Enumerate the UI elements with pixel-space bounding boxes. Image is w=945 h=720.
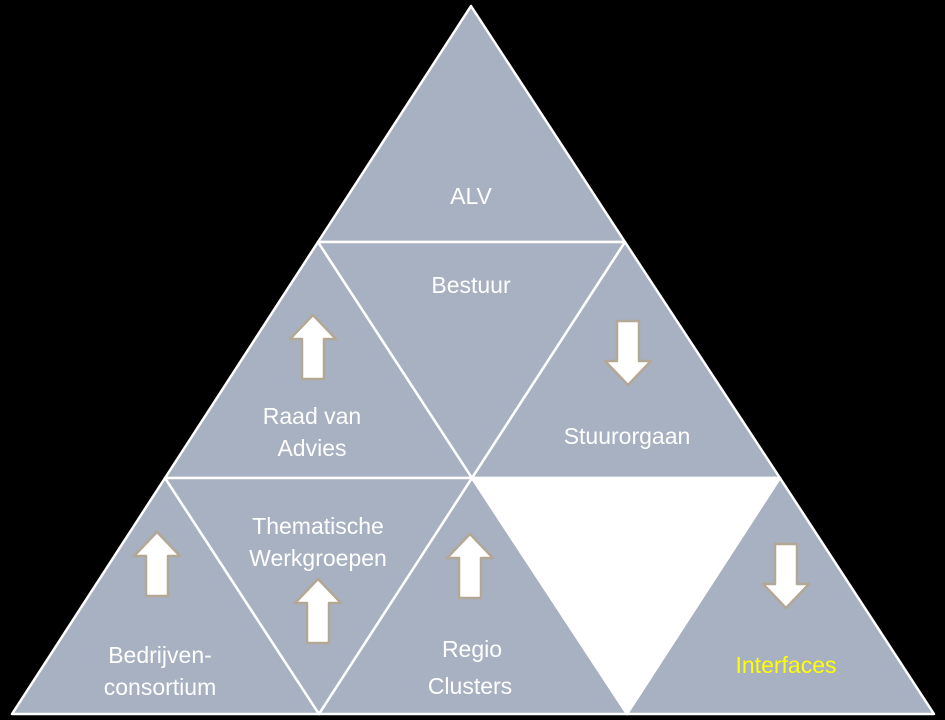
label-raad-van-advies-line1: Raad van: [263, 403, 361, 429]
label-bedrijven-line2: consortium: [104, 674, 216, 700]
label-alv: ALV: [450, 183, 492, 209]
label-thematische-line1: Thematische: [252, 513, 384, 539]
label-regio-line1: Regio: [442, 636, 502, 662]
label-interfaces: Interfaces: [736, 652, 837, 678]
label-bestuur: Bestuur: [431, 272, 511, 298]
label-stuurorgaan: Stuurorgaan: [564, 423, 691, 449]
label-thematische-line2: Werkgroepen: [249, 545, 387, 571]
label-bedrijven-line1: Bedrijven-: [108, 642, 212, 668]
label-raad-van-advies-line2: Advies: [277, 435, 346, 461]
label-regio-line2: Clusters: [428, 673, 512, 699]
